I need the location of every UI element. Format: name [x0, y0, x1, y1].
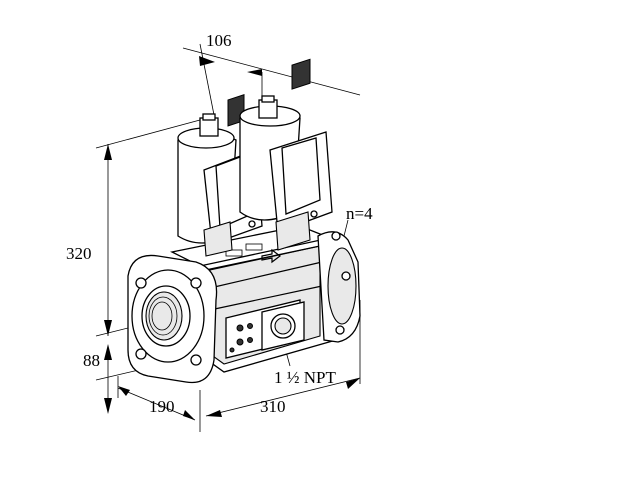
- dimension-190: 190: [149, 397, 175, 416]
- right-flange: [317, 231, 361, 343]
- port-thread-label: 1 ½ NPT: [274, 368, 336, 387]
- flange-bolt-count: n=4: [346, 204, 373, 223]
- dimension-88: 88: [83, 351, 100, 370]
- dimension-320: 320: [66, 244, 92, 263]
- dimension-310: 310: [260, 397, 286, 416]
- solenoid-coil-right: [239, 58, 333, 251]
- dimension-106: 106: [206, 31, 232, 50]
- side-port-block: [225, 299, 305, 359]
- dimension-labels: 106 320 88 190 310 n=4 1 ½ NPT: [66, 31, 373, 416]
- left-flange: [127, 254, 218, 384]
